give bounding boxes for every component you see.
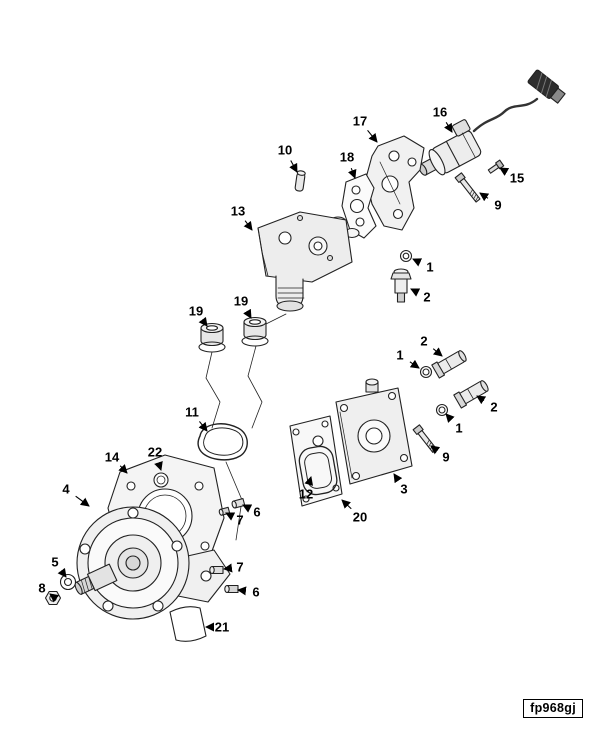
callout-9: 9 — [479, 192, 502, 213]
callout-number: 19 — [234, 294, 248, 309]
callout-number: 15 — [510, 171, 524, 186]
callout-2: 2 — [420, 334, 443, 357]
callout-3: 3 — [393, 473, 408, 497]
callout-number: 18 — [340, 150, 354, 165]
tag-21 — [169, 606, 207, 642]
callout-number: 1 — [455, 421, 462, 436]
fitting-a — [431, 350, 467, 379]
callout-12: 12 — [299, 476, 313, 502]
callout-number: 21 — [215, 620, 229, 635]
callout-number: 9 — [442, 450, 449, 465]
callout-number: 1 — [396, 348, 403, 363]
check-valve-upper — [390, 249, 413, 303]
wire-harness — [472, 69, 566, 133]
callout-14: 14 — [105, 450, 128, 474]
callout-number: 9 — [494, 198, 501, 213]
callout-22: 22 — [148, 445, 163, 471]
callout-number: 7 — [236, 560, 243, 575]
plug-6-bottom — [224, 584, 239, 594]
callout-number: 14 — [105, 450, 120, 465]
callout-7: 7 — [223, 560, 244, 575]
callout-number: 20 — [353, 510, 367, 525]
pump-head — [257, 211, 360, 312]
callout-number: 12 — [299, 487, 313, 502]
callout-number: 22 — [148, 445, 162, 460]
callout-4: 4 — [62, 482, 90, 507]
figure-code-box: fp968gj — [523, 699, 583, 718]
solenoid — [418, 119, 482, 176]
gasket-18 — [341, 173, 377, 239]
callout-8: 8 — [38, 581, 60, 603]
callout-number: 8 — [38, 581, 45, 596]
fitting-b — [453, 380, 489, 409]
callout-7: 7 — [225, 513, 244, 528]
callout-13: 13 — [231, 204, 253, 231]
callout-number: 6 — [252, 585, 259, 600]
drive-shaft — [74, 563, 118, 595]
plug-6-top — [231, 498, 246, 509]
washer-5 — [59, 573, 77, 591]
callout-18: 18 — [340, 150, 357, 179]
callout-9: 9 — [430, 445, 450, 465]
callout-number: 7 — [236, 513, 243, 528]
callout-16: 16 — [433, 105, 453, 133]
nut-8 — [44, 590, 62, 606]
oring-a — [419, 365, 433, 379]
callout-number: 13 — [231, 204, 245, 219]
callout-6: 6 — [237, 585, 260, 600]
bolt-9-mid — [412, 424, 438, 454]
callout-17: 17 — [353, 114, 378, 143]
diagram-artwork — [44, 69, 566, 642]
callout-10: 10 — [278, 143, 298, 173]
callout-number: 2 — [423, 290, 430, 305]
bolt-9-top — [454, 172, 481, 203]
callout-number: 17 — [353, 114, 367, 129]
isolator-bushing-a — [198, 322, 226, 353]
isolator-bushing-b — [241, 316, 269, 347]
callout-number: 11 — [185, 405, 199, 420]
callout-1: 1 — [412, 258, 434, 275]
callout-number: 2 — [490, 400, 497, 415]
pump-body — [76, 506, 190, 620]
callout-number: 19 — [189, 304, 203, 319]
valve-housing — [335, 378, 413, 485]
screw-15 — [487, 159, 505, 174]
callout-1: 1 — [445, 413, 463, 436]
callout-15: 15 — [499, 167, 524, 186]
callout-5: 5 — [51, 555, 67, 578]
callout-2: 2 — [476, 395, 498, 415]
callout-6: 6 — [242, 505, 261, 520]
bracket — [365, 135, 425, 231]
gasket-ring-20 — [298, 445, 338, 496]
callout-1: 1 — [396, 348, 420, 369]
callout-number: 6 — [253, 505, 260, 520]
plug-7-bottom — [209, 565, 224, 575]
callout-number: 5 — [51, 555, 58, 570]
callout-21: 21 — [205, 620, 229, 635]
callout-19: 19 — [189, 304, 208, 327]
seal-ring-11 — [197, 423, 248, 461]
oring-b — [435, 403, 449, 417]
callout-11: 11 — [185, 405, 208, 432]
dowel-pin — [294, 170, 306, 192]
figure-code: fp968gj — [530, 701, 576, 715]
callout-19: 19 — [234, 294, 252, 319]
callout-number: 3 — [400, 482, 407, 497]
callout-2: 2 — [410, 288, 431, 305]
callout-20: 20 — [341, 499, 367, 525]
callout-number: 1 — [426, 260, 433, 275]
callout-number: 10 — [278, 143, 292, 158]
callout-number: 2 — [420, 334, 427, 349]
callout-number: 16 — [433, 105, 447, 120]
callout-number: 4 — [62, 482, 70, 497]
